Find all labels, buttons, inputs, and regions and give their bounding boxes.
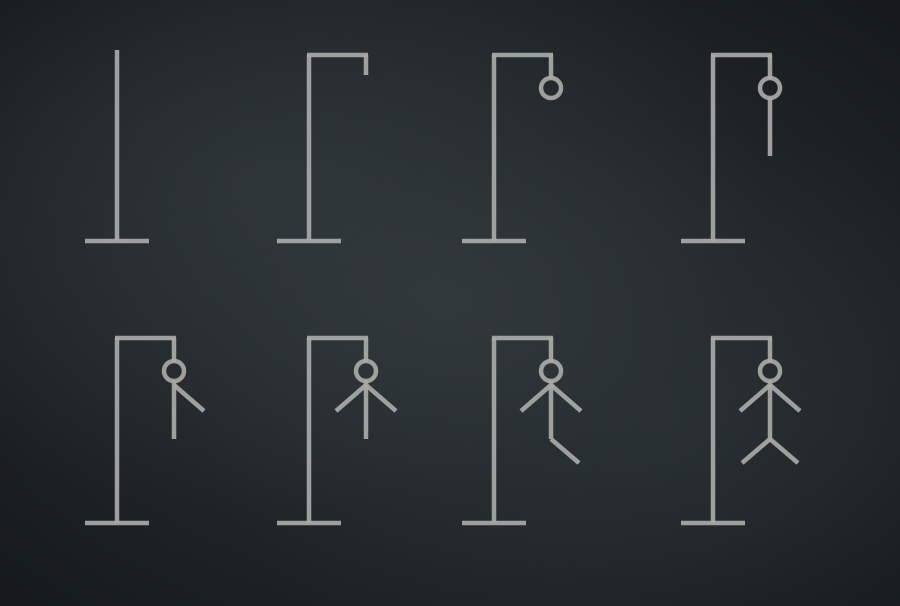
hangman-stage-6 [277,335,398,526]
hangman-left-arm [519,383,553,413]
hangman-right-arm [364,383,398,413]
hangman-left-arm [334,383,368,413]
hangman-stage-8 [681,335,802,526]
hangman-right-arm [768,383,802,413]
hangman-stage-2 [277,52,369,244]
hangman-head [757,358,783,384]
hangman-head [538,358,564,384]
hangman-right-arm [172,383,206,413]
hangman-stage-7 [462,335,583,526]
hangman-head [353,358,379,384]
hangman-head [538,75,564,101]
hangman-left-leg [740,437,772,465]
hangman-right-leg [549,437,581,465]
hangman-right-arm [549,383,583,413]
hangman-head [161,358,187,384]
hangman-stage-4 [681,52,783,244]
hangman-stage-3 [462,52,564,244]
hangman-left-arm [738,383,772,413]
hangman-right-leg [768,437,800,465]
hangman-stage-5 [85,335,206,526]
hangman-stage-1 [85,50,149,244]
hangman-head [757,75,783,101]
